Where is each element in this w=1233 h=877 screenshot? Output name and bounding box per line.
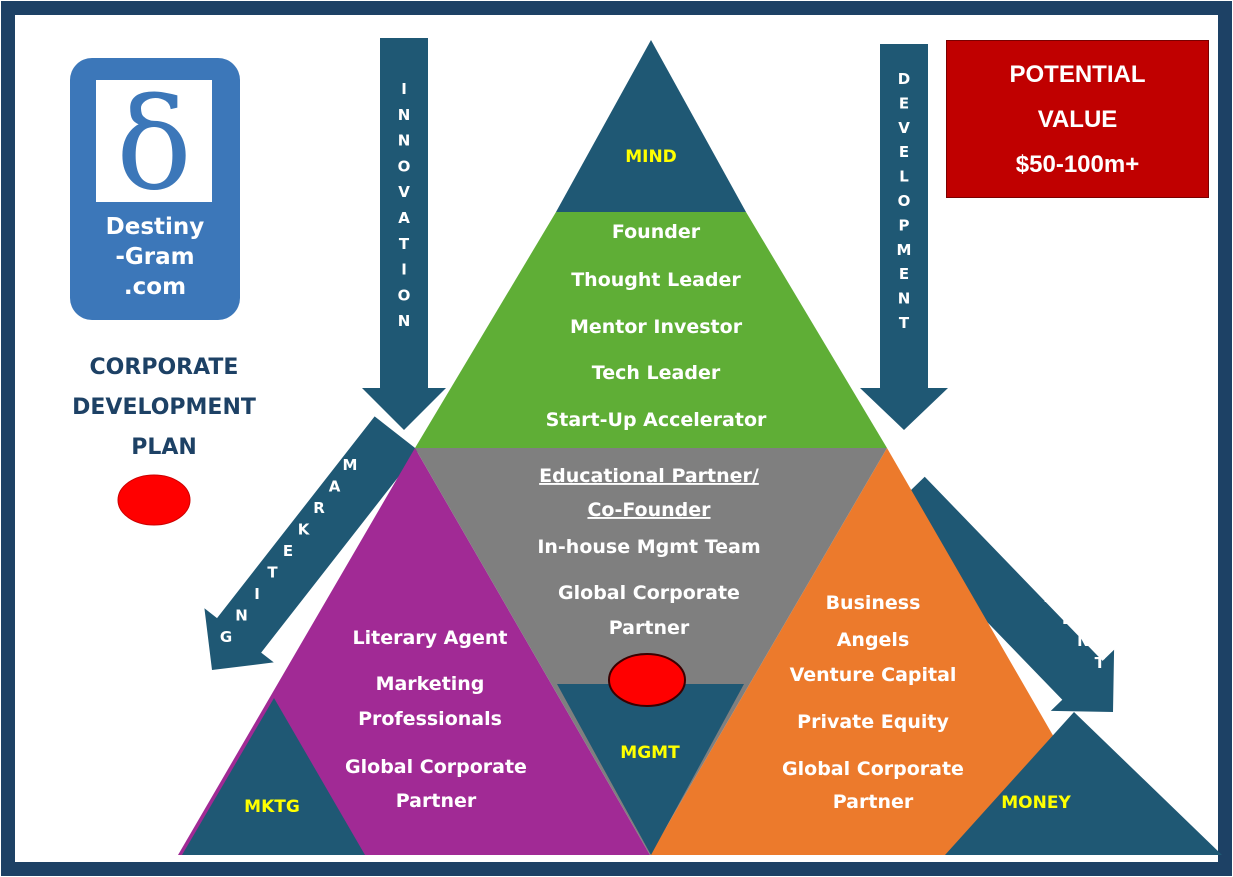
arrow-letter-marketing: T xyxy=(267,564,278,582)
plan-title-line: PLAN xyxy=(131,435,197,460)
marketing-item: Literary Agent xyxy=(353,627,508,649)
status-dot-left xyxy=(117,474,191,526)
arrow-letter-investment: S xyxy=(1013,544,1024,562)
arrow-letter-marketing: G xyxy=(220,628,232,646)
money-label: MONEY xyxy=(1001,793,1071,813)
mind-item: Founder xyxy=(612,221,701,243)
arrow-letter-marketing: K xyxy=(298,521,311,539)
investment-item: Private Equity xyxy=(797,711,949,733)
arrow-letter-marketing: N xyxy=(235,607,248,625)
arrow-letter-innovation: N xyxy=(398,312,411,330)
mind-label: MIND xyxy=(625,147,677,167)
destiny-gram-logo: δ xyxy=(70,58,240,320)
mgmt-label: MGMT xyxy=(620,743,680,763)
center-gray-triangle xyxy=(415,448,887,855)
arrow-letter-investment: E xyxy=(1062,610,1072,628)
logo-line: Destiny xyxy=(105,214,205,240)
mind-item: Mentor Investor xyxy=(570,316,743,338)
logo-line: .com xyxy=(123,274,187,300)
mind-item: Thought Leader xyxy=(571,269,741,291)
arrow-letter-development: T xyxy=(899,314,910,332)
arrow-letter-marketing: A xyxy=(329,478,341,496)
investment-triangle xyxy=(650,448,1122,855)
arrow-letter-marketing: E xyxy=(283,542,293,560)
arrow-letter-innovation: N xyxy=(398,106,411,124)
arrow-letter-innovation: V xyxy=(398,183,410,201)
arrow-letter-development: E xyxy=(899,143,909,161)
arrow-letter-development: N xyxy=(898,290,911,308)
arrow-letter-investment: N xyxy=(1077,632,1090,650)
potential-line: POTENTIAL xyxy=(1009,61,1146,88)
marketing-arrow xyxy=(204,416,419,670)
logo-wordmark: Destiny -Gram .com xyxy=(72,212,238,302)
arrow-letter-marketing: M xyxy=(343,456,358,474)
arrow-letter-investment: T xyxy=(1095,654,1106,672)
plan-title-line: DEVELOPMENT xyxy=(72,395,256,420)
arrow-letter-development: O xyxy=(898,192,911,210)
center-item: Global Corporate xyxy=(558,582,740,604)
center-underlined-item: Educational Partner/ xyxy=(539,465,759,487)
arrow-letter-development: V xyxy=(898,119,910,137)
arrow-letter-development: P xyxy=(899,216,910,234)
investment-item: Venture Capital xyxy=(790,664,957,686)
arrow-letter-innovation: I xyxy=(401,80,407,98)
arrow-letter-innovation: T xyxy=(399,235,410,253)
arrow-letter-marketing: I xyxy=(254,585,260,603)
arrow-letter-investment: N xyxy=(963,478,976,496)
potential-line: VALUE xyxy=(1037,106,1118,133)
arrow-letter-investment: M xyxy=(1043,588,1058,606)
center-underlined-item: Co-Founder xyxy=(587,499,711,521)
investment-item: Partner xyxy=(833,791,914,813)
development-arrow xyxy=(860,44,948,430)
arrow-letter-development: D xyxy=(898,70,910,88)
plan-title-line: CORPORATE xyxy=(89,355,239,380)
arrow-letter-development: E xyxy=(899,265,909,283)
mind-green-band xyxy=(415,212,887,448)
logo-line: -Gram xyxy=(115,244,195,270)
arrow-letter-innovation: A xyxy=(398,209,410,227)
arrow-letter-innovation: O xyxy=(398,157,411,175)
center-item: In-house Mgmt Team xyxy=(537,536,760,558)
mktg-label: MKTG xyxy=(244,797,300,817)
mind-item: Start-Up Accelerator xyxy=(546,409,767,431)
arrow-letter-investment: I xyxy=(950,456,956,474)
investment-arrow xyxy=(884,476,1115,712)
arrow-letter-innovation: N xyxy=(398,132,411,150)
center-item: Partner xyxy=(609,617,690,639)
arrow-letter-development: M xyxy=(897,241,912,259)
delta-symbol-icon: δ xyxy=(116,71,192,218)
money-corner xyxy=(945,712,1222,855)
arrow-letter-innovation: O xyxy=(398,286,411,304)
arrow-letter-investment: E xyxy=(997,522,1007,540)
marketing-item: Professionals xyxy=(358,708,502,730)
arrow-letter-development: E xyxy=(899,94,909,112)
arrow-letter-investment: T xyxy=(1029,566,1040,584)
arrow-letter-development: L xyxy=(899,168,909,186)
marketing-item: Global Corporate xyxy=(345,756,527,778)
marketing-item: Partner xyxy=(396,790,477,812)
investment-item: Global Corporate xyxy=(782,758,964,780)
potential-value-box: POTENTIAL VALUE $50-100m+ xyxy=(946,40,1209,198)
arrow-letter-innovation: I xyxy=(401,261,407,279)
mgmt-corner xyxy=(557,684,744,855)
mind-item: Tech Leader xyxy=(592,362,721,384)
arrow-letter-investment: V xyxy=(980,500,992,518)
innovation-arrow xyxy=(362,38,446,430)
mktg-corner xyxy=(182,698,365,855)
potential-line: $50-100m+ xyxy=(1015,151,1140,178)
investment-item: Business xyxy=(826,592,921,614)
arrow-letter-marketing: R xyxy=(313,499,325,517)
mind-apex xyxy=(556,40,746,212)
marketing-item: Marketing xyxy=(376,673,485,695)
plan-title: CORPORATE DEVELOPMENT PLAN xyxy=(38,348,290,468)
status-dot-center xyxy=(608,653,686,707)
investment-item: Angels xyxy=(837,629,910,651)
